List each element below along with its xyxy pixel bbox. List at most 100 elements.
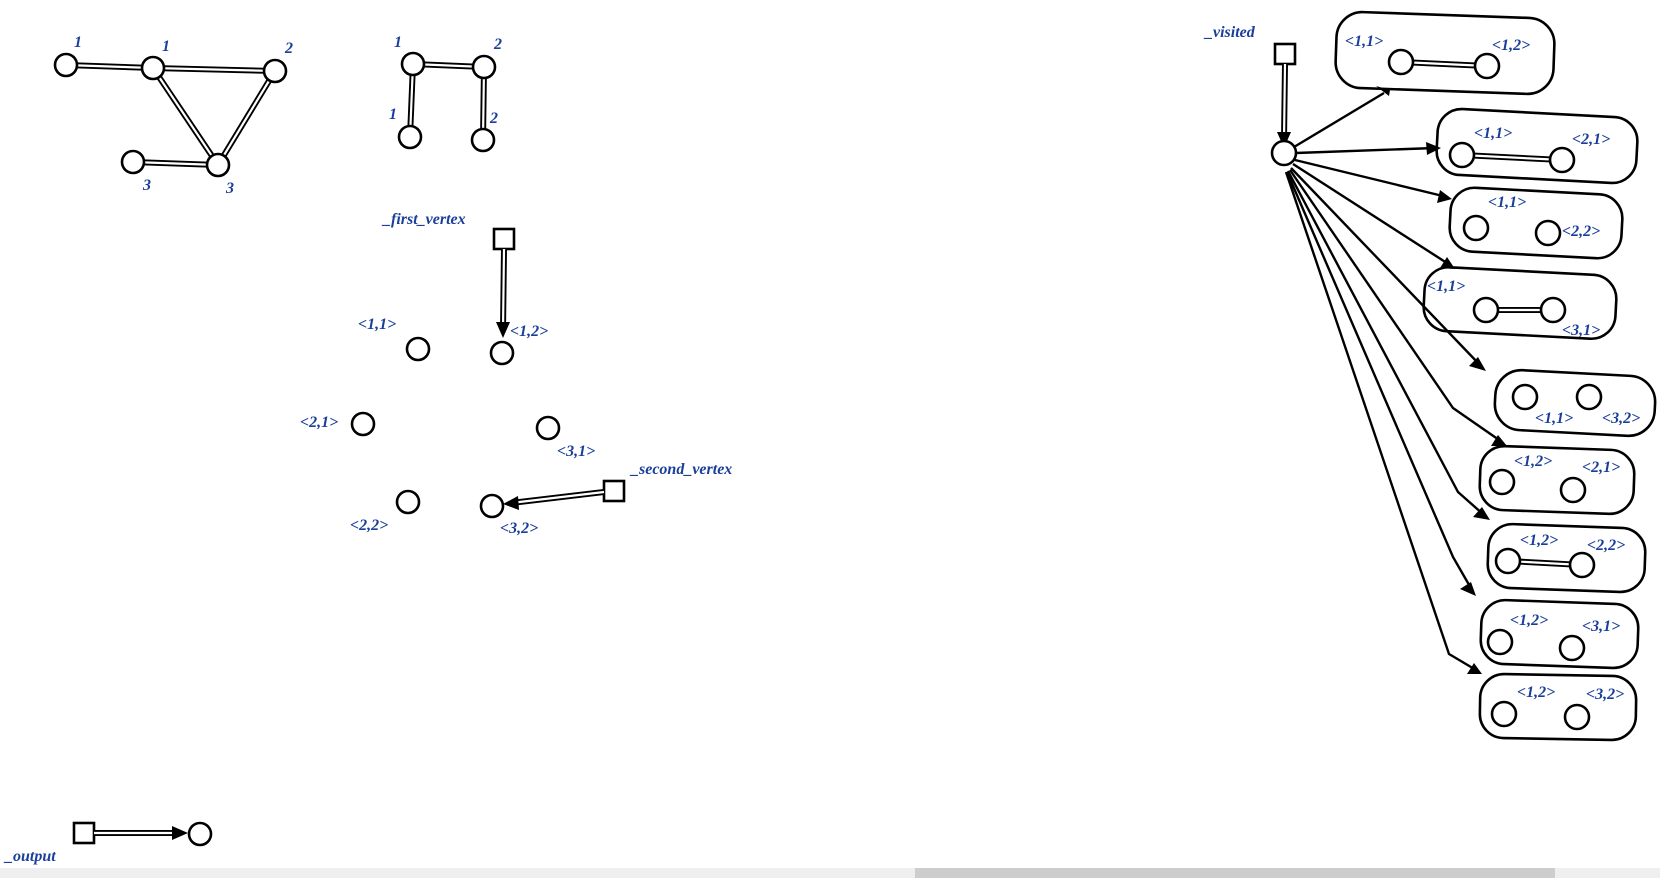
pair-label: <1,2> [1510, 612, 1548, 629]
visited-set-1: <1,1> <1,2> [1334, 10, 1556, 96]
pair-label: <3,2> [1586, 686, 1624, 703]
set-contour[interactable] [1493, 368, 1657, 438]
pair-vertex[interactable] [1472, 296, 1500, 324]
pair-vertex[interactable] [1490, 700, 1518, 728]
set-contour[interactable] [1334, 10, 1556, 96]
set-contour[interactable] [1422, 265, 1618, 341]
pair-vertex[interactable] [395, 489, 421, 515]
graph-a-vertex[interactable] [262, 58, 288, 84]
pair-label: <1,1> [1345, 33, 1383, 50]
visited-hub-vertex[interactable] [1270, 139, 1298, 167]
graph-b-vertex[interactable] [470, 127, 496, 153]
set-contour[interactable] [1478, 672, 1638, 742]
graph-b-label: 2 [493, 36, 502, 53]
graph-b: 1 2 1 2 [389, 34, 502, 153]
first-vertex-label: _first_vertex [381, 211, 466, 228]
pair-vertex[interactable] [1548, 146, 1576, 174]
pair-vertices: <1,1> <1,2> <2,1> <3,1> <2,2> <3,2> [300, 316, 595, 537]
pair-label: <3,1> [1562, 322, 1600, 339]
pair-label: <3,2> [1602, 410, 1640, 427]
graph-a-label: 3 [142, 177, 151, 194]
graph-a-vertex[interactable] [140, 55, 166, 81]
graph-b-vertex[interactable] [471, 54, 497, 80]
output-vertex[interactable] [187, 821, 213, 847]
graph-a-label: 1 [162, 38, 170, 55]
second-vertex-marker[interactable] [602, 479, 626, 503]
pair-vertex[interactable] [1488, 468, 1516, 496]
pair-label: <1,2> [1492, 37, 1530, 54]
pair-label: <1,1> [1535, 410, 1573, 427]
first-vertex-group: _first_vertex [381, 211, 516, 338]
pair-vertex[interactable] [535, 415, 561, 441]
visited-set-6: <1,2> <2,1> [1478, 444, 1636, 516]
graph-a-edges [65, 62, 278, 168]
pair-vertex[interactable] [350, 411, 376, 437]
set-contour[interactable] [1479, 598, 1640, 670]
pair-vertex[interactable] [479, 493, 505, 519]
pair-label: <1,1> [1427, 278, 1465, 295]
pair-label: <1,1> [358, 316, 396, 333]
pair-vertex[interactable] [1539, 296, 1567, 324]
graph-b-label: 1 [389, 106, 397, 123]
graph-b-vertex[interactable] [397, 124, 423, 150]
graph-a-label: 1 [74, 34, 82, 51]
visited-arcs [1284, 86, 1507, 674]
pair-label: <2,1> [1572, 131, 1610, 148]
pair-vertex[interactable] [1448, 141, 1476, 169]
pair-vertex[interactable] [1486, 628, 1514, 656]
visited-set-8: <1,2> <3,1> [1479, 598, 1640, 670]
pair-label: <1,2> [1517, 684, 1555, 701]
arrow-head [496, 322, 510, 338]
set-contour[interactable] [1435, 107, 1639, 185]
pair-label: <3,1> [1582, 618, 1620, 635]
pair-label: <2,2> [1562, 223, 1600, 240]
pair-vertex[interactable] [1473, 52, 1501, 80]
pair-label: <2,1> [300, 414, 338, 431]
visited-set-7: <1,2> <2,2> [1486, 522, 1647, 594]
pair-vertex[interactable] [1563, 703, 1591, 731]
pair-vertex[interactable] [1387, 48, 1415, 76]
pair-label: <2,1> [1582, 459, 1620, 476]
visited-group: _visited [1203, 10, 1657, 742]
pair-label: <1,2> [1520, 532, 1558, 549]
set-contour[interactable] [1486, 522, 1647, 594]
graph-b-vertex[interactable] [400, 51, 426, 77]
graph-a: 1 1 2 3 3 [53, 34, 293, 197]
output-marker[interactable] [72, 821, 96, 845]
set-contour[interactable] [1478, 444, 1636, 516]
set-contour[interactable] [1448, 186, 1624, 260]
pair-vertex[interactable] [1462, 214, 1490, 242]
first-vertex-marker[interactable] [492, 227, 516, 251]
pair-vertex[interactable] [1558, 634, 1586, 662]
graph-a-vertex[interactable] [120, 149, 146, 175]
graph-a-vertex[interactable] [205, 152, 231, 178]
graph-a-label: 3 [225, 180, 234, 197]
pair-label: <1,1> [1488, 194, 1526, 211]
arrow-head [172, 826, 188, 840]
pair-label: <2,2> [350, 517, 388, 534]
horizontal-scrollbar[interactable] [0, 868, 1660, 878]
pair-vertex[interactable] [1494, 547, 1522, 575]
pair-label: <3,2> [500, 520, 538, 537]
pair-vertex[interactable] [1575, 383, 1603, 411]
visited-set-5: <1,1> <3,2> [1493, 368, 1657, 438]
output-group: _output [3, 821, 213, 865]
pair-label: <1,1> [1474, 125, 1512, 142]
pair-label: <1,2> [510, 323, 548, 340]
graph-a-vertex[interactable] [53, 52, 79, 78]
visited-set-9: <1,2> <3,2> [1478, 672, 1638, 742]
pair-label: <3,1> [557, 443, 595, 460]
pair-vertex[interactable] [405, 336, 431, 362]
visited-marker[interactable] [1273, 42, 1297, 66]
pair-vertex[interactable] [1559, 476, 1587, 504]
pair-vertex[interactable] [1511, 383, 1539, 411]
visited-set-4: <1,1> <3,1> [1422, 265, 1618, 341]
pair-vertex[interactable] [1568, 551, 1596, 579]
pair-vertex[interactable] [1534, 219, 1562, 247]
arrow-head [503, 496, 519, 510]
pair-vertex[interactable] [489, 340, 515, 366]
scrollbar-thumb[interactable] [915, 868, 1555, 878]
visited-set-2: <1,1> <2,1> [1435, 107, 1639, 185]
graph-b-label: 2 [489, 110, 498, 127]
